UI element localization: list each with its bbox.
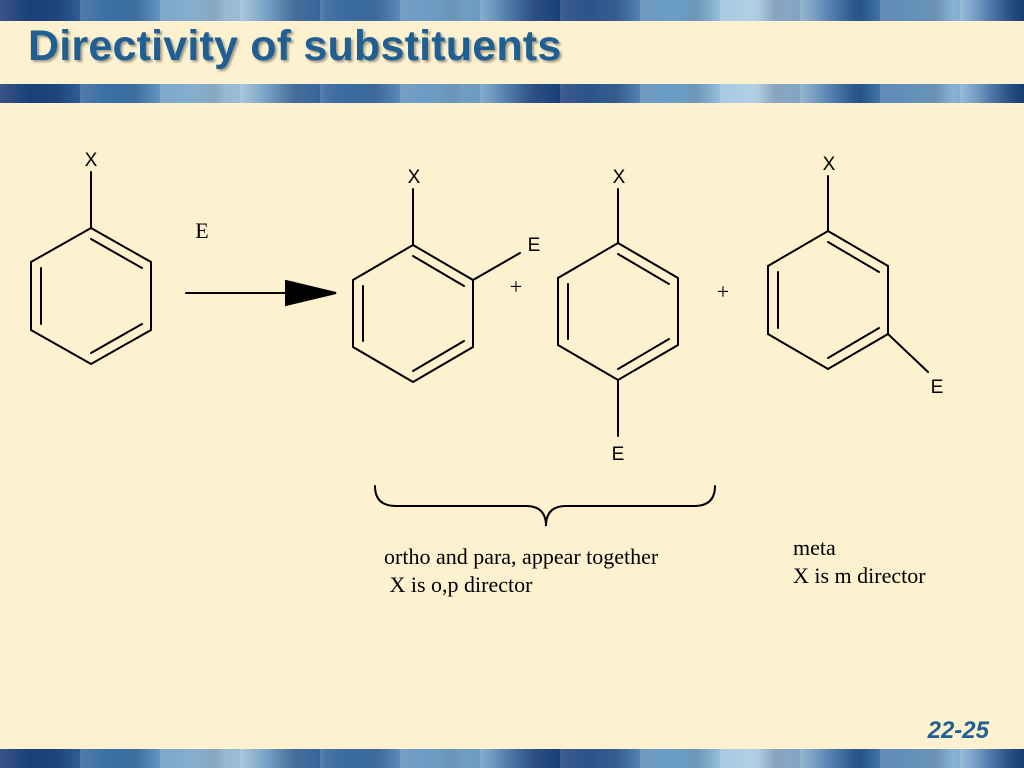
ortho-para-caption-line1: ortho and para, appear together [384, 544, 659, 569]
reagent-label: E [195, 218, 208, 243]
title-underline-band [0, 84, 1024, 103]
plus-sign-1: + [510, 274, 522, 299]
reactant-x-label: X [85, 150, 98, 171]
para-e-label: E [612, 444, 625, 465]
ortho-para-caption-line2: X is o,p director [384, 572, 533, 597]
meta-x-label: X [823, 154, 836, 175]
ortho-para-brace [374, 485, 716, 527]
plus-sign-2: + [717, 279, 729, 304]
reaction-arrow [185, 279, 337, 307]
meta-product-ring [767, 175, 929, 373]
ortho-para-caption: ortho and para, appear together X is o,p… [384, 543, 658, 599]
meta-caption-line2: X is m director [793, 563, 926, 588]
ortho-e-label: E [528, 235, 541, 256]
top-decorative-band [0, 0, 1024, 21]
meta-e-label: E [931, 377, 944, 398]
meta-caption: meta X is m director [793, 534, 926, 590]
bottom-decorative-band [0, 749, 1024, 768]
slide-number: 22-25 [927, 717, 989, 744]
ortho-x-label: X [408, 167, 421, 188]
para-product-ring [557, 188, 679, 437]
reactant-benzene-ring [30, 171, 152, 366]
para-x-label: X [613, 167, 626, 188]
meta-caption-line1: meta [793, 535, 836, 560]
ortho-product-ring [352, 188, 521, 384]
slide-title: Directivity of substituents [28, 22, 562, 70]
